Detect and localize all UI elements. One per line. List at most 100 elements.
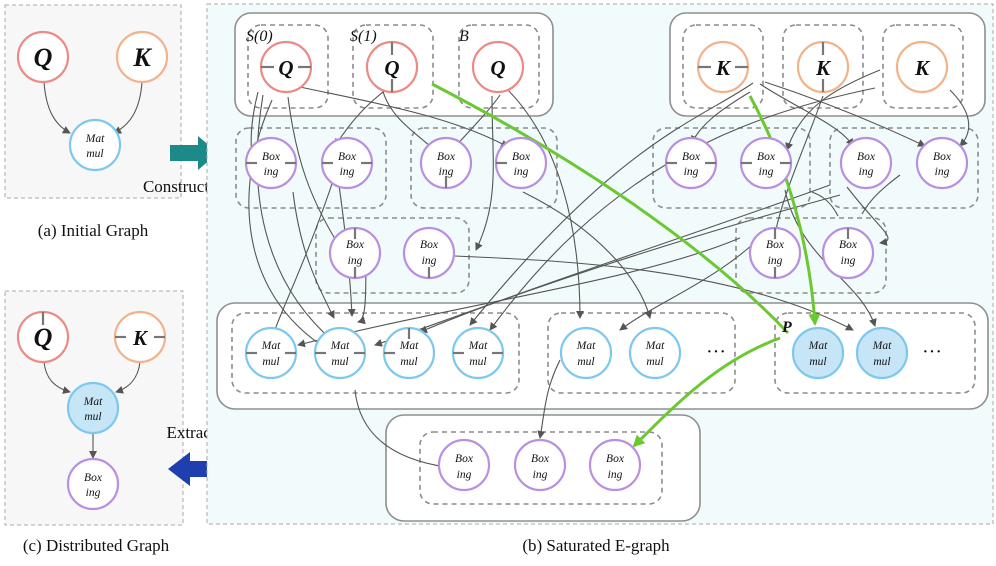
boxing-node: Box ing [244,136,298,190]
matmul-node: Mat mul [628,326,682,380]
svg-text:ing: ing [457,469,472,481]
svg-text:ing: ing [684,166,699,178]
svg-text:Box: Box [437,151,456,163]
svg-text:ing: ing [340,166,355,178]
svg-text:ing: ing [348,255,363,267]
construct-label: Construct [143,177,209,196]
q-label: Q [384,56,399,80]
svg-text:mul: mul [331,356,348,368]
svg-text:ing: ing [264,166,279,178]
svg-text:Mat: Mat [576,340,596,352]
matmul-label: mul [86,148,103,160]
svg-text:Box: Box [455,453,474,465]
boxing-node: Box ing [748,226,802,280]
q-label: Q [34,323,53,352]
svg-text:Box: Box [531,453,550,465]
matmul-node: Mat mul [559,326,613,380]
svg-text:Box: Box [346,239,365,251]
svg-text:Mat: Mat [261,340,281,352]
svg-text:ing: ing [935,166,950,178]
svg-text:Mat: Mat [645,340,665,352]
boxing-node: Box ing [821,226,875,280]
svg-text:ing: ing [759,166,774,178]
k-label: K [715,56,732,80]
svg-text:Box: Box [757,151,776,163]
p-label: P [781,319,792,336]
boxing-node: Box ing [915,136,969,190]
svg-text:Mat: Mat [399,340,419,352]
boxing-node: Box ing [402,226,456,280]
matmul-node: Mat mul [791,326,845,380]
svg-text:Mat: Mat [808,340,828,352]
q-label: Q [34,43,53,72]
matmul-label: Mat [83,396,103,408]
svg-text:mul: mul [577,356,594,368]
svg-text:Box: Box [262,151,281,163]
matmul-node: Mat mul [244,326,298,380]
boxing-node: Box ing [328,226,382,280]
matmul-label: mul [84,411,101,423]
boxing-node: Box ing [588,438,642,492]
saturated-egraph-panel: Q Q Q S(0) S(1) B K K K Box ing [206,3,994,525]
ellipsis: ··· [922,341,942,363]
svg-text:Box: Box [933,151,952,163]
boxing-label: ing [86,487,101,499]
matmul-node: Mat mul [382,326,436,380]
svg-text:ing: ing [841,255,856,267]
caption-distributed-graph: (c) Distributed Graph [23,536,170,555]
boxing-node: Box ing [739,136,793,190]
svg-text:Mat: Mat [330,340,350,352]
svg-text:Box: Box [338,151,357,163]
svg-text:mul: mul [809,356,826,368]
svg-text:ing: ing [859,166,874,178]
s1-label: S(1) [350,28,377,45]
matmul-node: Mat mul [855,326,909,380]
boxing-node: Box ing [419,136,473,190]
svg-text:ing: ing [608,469,623,481]
svg-text:mul: mul [873,356,890,368]
k-label: K [132,43,152,72]
extract-arrow [168,452,218,486]
svg-text:mul: mul [262,356,279,368]
s0-label: S(0) [246,28,273,45]
boxing-node: Box ing [320,136,374,190]
svg-text:ing: ing [514,166,529,178]
svg-text:Box: Box [766,239,785,251]
svg-text:mul: mul [646,356,663,368]
svg-text:Box: Box [857,151,876,163]
ellipsis: ··· [706,341,726,363]
boxing-node: Box ing [839,136,893,190]
svg-text:ing: ing [439,166,454,178]
caption-initial-graph: (a) Initial Graph [38,221,149,240]
initial-graph-panel: Q K Mat mul [4,4,182,199]
svg-text:Mat: Mat [872,340,892,352]
boxing-node: Box ing [494,136,548,190]
q-label: Q [490,56,505,80]
q-label: Q [278,56,293,80]
k-label: K [815,56,832,80]
svg-text:Box: Box [606,453,625,465]
svg-text:Mat: Mat [468,340,488,352]
matmul-label: Mat [85,133,105,145]
boxing-label: Box [84,472,103,484]
boxing-node: Box ing [437,438,491,492]
matmul-node: Mat mul [313,326,367,380]
caption-saturated-egraph: (b) Saturated E-graph [522,536,670,555]
construct-arrow [170,136,218,170]
extract-label: Extract [166,423,215,442]
svg-text:mul: mul [469,356,486,368]
svg-text:Box: Box [682,151,701,163]
k-label: K [914,56,931,80]
k-label: K [132,326,149,350]
boxing-node: Box ing [664,136,718,190]
boxing-node: Box ing [513,438,567,492]
svg-text:ing: ing [422,255,437,267]
svg-text:Box: Box [839,239,858,251]
svg-text:Box: Box [512,151,531,163]
b-label: B [459,28,469,45]
matmul-node: Mat mul [451,326,505,380]
svg-text:mul: mul [400,356,417,368]
distributed-graph-panel: Q K Mat mul Box ing [4,290,184,526]
svg-text:ing: ing [768,255,783,267]
